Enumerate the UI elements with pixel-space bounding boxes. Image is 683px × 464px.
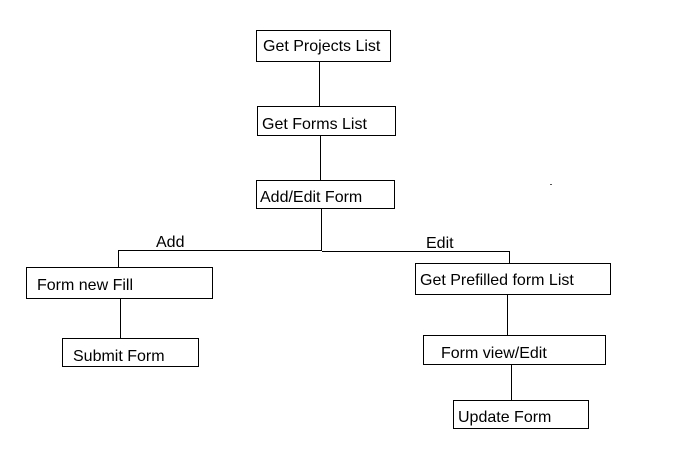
edge-label-add: Add	[156, 234, 185, 251]
node-label: Update Form	[458, 409, 552, 426]
node-label: Get Projects List	[263, 38, 381, 55]
node-label: Form new Fill	[37, 277, 134, 294]
node-get-projects-list: Get Projects List	[256, 30, 391, 62]
node-label: Form view/Edit	[441, 345, 547, 362]
node-form-new-fill: Form new Fill	[26, 267, 213, 299]
edge-label-edit: Edit	[426, 235, 454, 252]
node-add-edit-form: Add/Edit Form	[256, 180, 395, 209]
node-label: Add/Edit Form	[260, 189, 363, 206]
node-get-prefilled-form-list: Get Prefilled form List	[415, 263, 611, 295]
stray-dot	[550, 184, 552, 185]
node-get-forms-list: Get Forms List	[257, 106, 396, 136]
node-label: Submit Form	[73, 348, 165, 365]
node-label: Get Forms List	[262, 116, 367, 133]
node-label: Get Prefilled form List	[420, 272, 574, 289]
node-submit-form: Submit Form	[62, 338, 199, 367]
node-update-form: Update Form	[453, 400, 589, 429]
node-form-view-edit: Form view/Edit	[423, 335, 606, 365]
